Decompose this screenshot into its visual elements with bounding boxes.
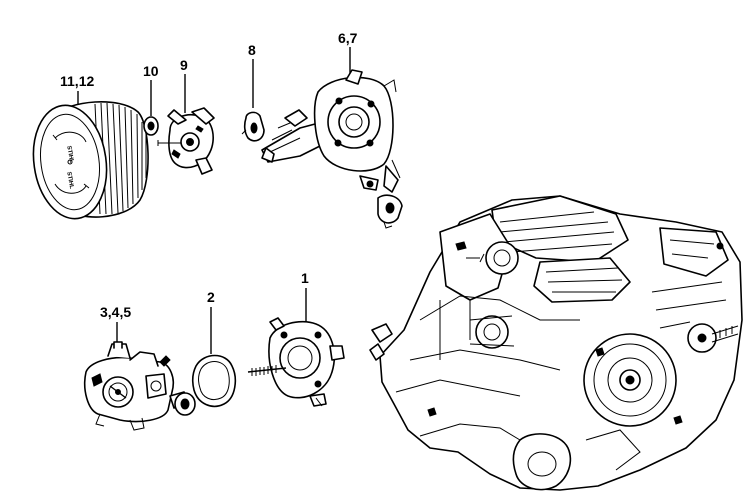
air-filter: STIHL STIHL <box>32 101 149 220</box>
label-gasket: 2 <box>207 289 215 305</box>
gasket <box>191 354 237 408</box>
callout-labels: 11,12 10 9 8 6,7 3,4,5 2 1 <box>60 30 358 320</box>
engine-housing <box>369 195 743 491</box>
part-1-stud <box>247 365 287 376</box>
part-8-clip <box>241 111 265 142</box>
label-part-1: 1 <box>301 270 309 286</box>
label-part-6-7: 6,7 <box>338 30 358 46</box>
label-carburetor: 3,4,5 <box>100 304 131 320</box>
grommet <box>143 116 159 136</box>
part-9-baffle <box>157 107 215 175</box>
label-filter: 11,12 <box>60 73 94 89</box>
part-1-flange <box>247 317 345 407</box>
label-part-8: 8 <box>248 42 256 58</box>
carburetor <box>83 341 196 431</box>
label-part-9: 9 <box>180 57 188 73</box>
filter-brand-lower: STIHL <box>65 171 74 189</box>
label-grommet: 10 <box>143 63 159 79</box>
filter-brand-upper: STIHL <box>65 145 74 163</box>
part-6-7-housing <box>261 69 403 229</box>
